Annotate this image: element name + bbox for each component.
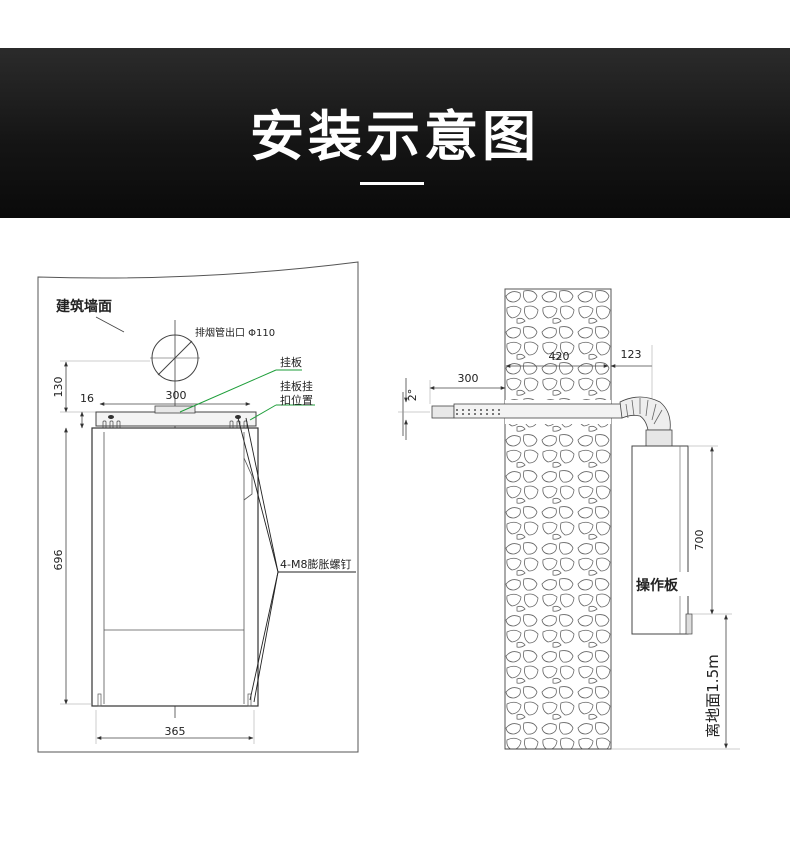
dim-clearance: 123 <box>621 348 642 361</box>
boiler-side <box>631 445 689 635</box>
hanger-position-leader <box>249 404 277 421</box>
dim-slope: 2° <box>406 389 419 402</box>
boiler-front <box>91 405 259 707</box>
boiler-casing <box>91 427 259 707</box>
dim-boiler-height: 700 <box>693 530 706 551</box>
flue-outlet-label: 排烟管出口 Φ110 <box>195 326 275 339</box>
pipe-terminal <box>431 405 455 419</box>
page-title: 安装示意图 <box>250 105 540 168</box>
flue-collar <box>154 405 196 414</box>
title-underline <box>360 182 424 185</box>
dim-height: 696 <box>52 550 65 571</box>
dim-flue-offset: 300 <box>166 389 187 402</box>
hanger-plate-label: 挂板 <box>280 355 302 369</box>
control-panel-label: 操作板 <box>636 577 679 594</box>
bolts-label: 4-M8膨胀螺钉 <box>280 557 351 571</box>
dim-wall-depth: 420 <box>549 350 570 363</box>
elbow-collar <box>645 429 673 447</box>
wall-label: 建筑墙面 <box>56 298 112 315</box>
front-view-diagram: 建筑墙面 排烟管出口 Φ110 130 16 300 <box>37 261 359 753</box>
dim-width: 365 <box>165 725 186 738</box>
dim-pipe-length: 300 <box>458 372 479 385</box>
control-panel-part <box>685 613 693 635</box>
dim-top-offset: 130 <box>52 377 65 398</box>
hanger-position-label-line1: 挂板挂 <box>280 379 313 393</box>
floor-height-label: 离地面1.5m <box>704 654 722 737</box>
hanger-plate-leader <box>179 369 277 413</box>
wall-leader-line <box>95 316 125 333</box>
header-banner: 安装示意图 <box>0 48 790 218</box>
side-view-diagram: 420 123 300 2° 操作板 <box>398 288 740 750</box>
hanger-position-label-line2: 扣位置 <box>280 393 313 407</box>
dim-side-offset: 16 <box>80 392 94 405</box>
